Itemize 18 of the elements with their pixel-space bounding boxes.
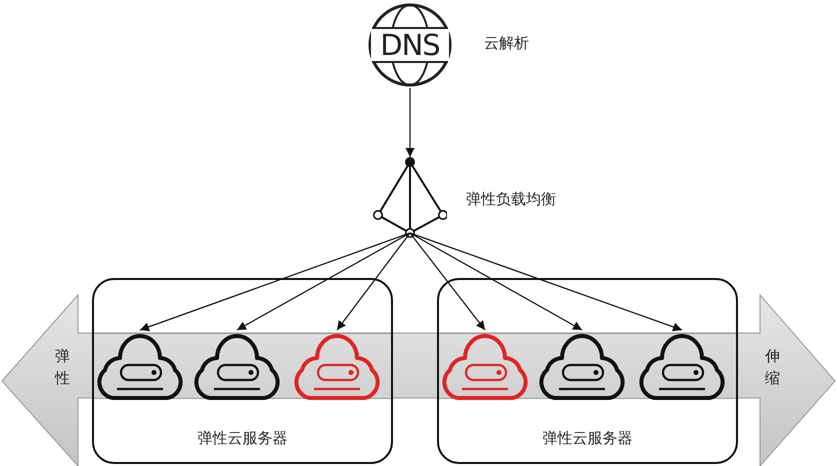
- arrow: [410, 232, 486, 330]
- group-box: [437, 278, 738, 464]
- arrow: [406, 88, 414, 157]
- vertical-label: 弹性: [55, 346, 71, 389]
- group-title: 弹性云服务器: [196, 429, 288, 448]
- arrow: [336, 232, 410, 330]
- dns-label: DNS: [379, 28, 441, 62]
- globe-symbol: [368, 3, 452, 87]
- caption-text: 弹性负载均衡: [466, 190, 556, 209]
- arrow: [140, 232, 410, 332]
- caption-text: 云解析: [484, 34, 529, 53]
- load-balancer-icon: [373, 155, 447, 239]
- vertical-label: 伸缩: [765, 346, 781, 389]
- arrow: [410, 232, 582, 331]
- arrow: [236, 232, 410, 331]
- group-box: [92, 278, 393, 464]
- arrow: [410, 232, 682, 332]
- group-title: 弹性云服务器: [542, 429, 634, 448]
